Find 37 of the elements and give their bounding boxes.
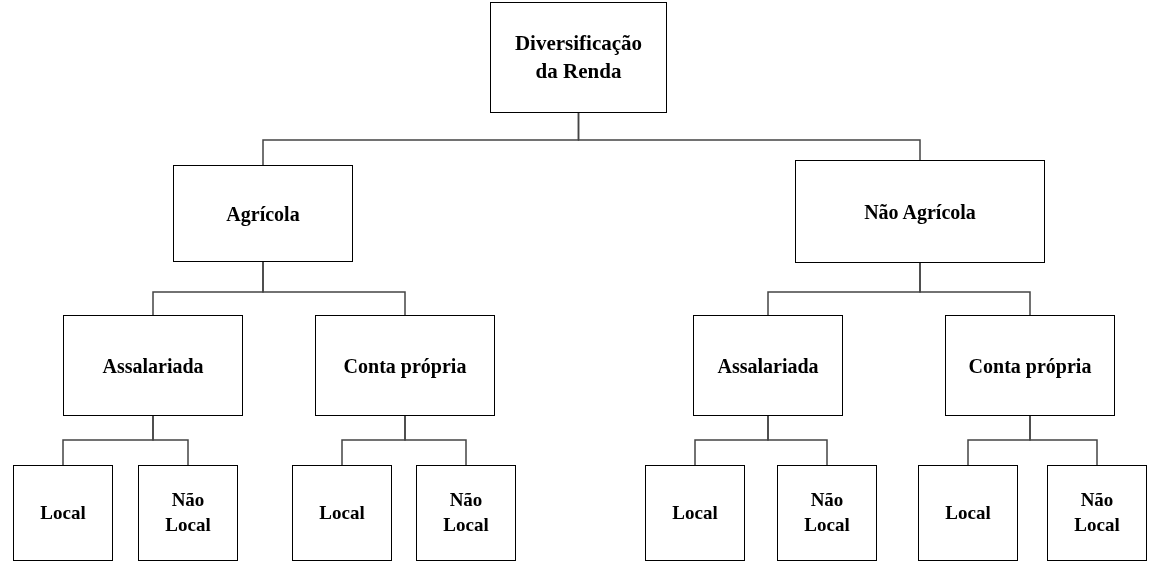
box-label: Não Local bbox=[164, 488, 212, 537]
box-label: Conta própria bbox=[343, 353, 467, 379]
box-label: Diversificação da Renda bbox=[514, 30, 643, 85]
text-box bbox=[918, 465, 1018, 561]
text-box bbox=[138, 465, 238, 561]
text-box bbox=[13, 465, 113, 561]
box-label: Local bbox=[40, 500, 86, 525]
text-box bbox=[63, 315, 243, 416]
box-label: Local bbox=[672, 500, 718, 525]
text-box bbox=[490, 2, 667, 113]
text-box bbox=[1047, 465, 1147, 561]
text-box bbox=[795, 160, 1045, 263]
box-label: Local bbox=[945, 500, 991, 525]
text-box bbox=[315, 315, 495, 416]
text-box bbox=[945, 315, 1115, 416]
box-label: Local bbox=[319, 500, 365, 525]
text-box bbox=[173, 165, 353, 262]
box-label: Conta própria bbox=[968, 353, 1092, 379]
box-label: Agrícola bbox=[226, 201, 300, 227]
text-box bbox=[693, 315, 843, 416]
connector-line bbox=[152, 415, 189, 466]
text-box bbox=[777, 465, 877, 561]
connector-line bbox=[1029, 415, 1098, 466]
text-box bbox=[292, 465, 392, 561]
box-label: Não Local bbox=[442, 488, 490, 537]
box-label: Assalariada bbox=[102, 353, 204, 379]
box-label: Não Local bbox=[803, 488, 851, 537]
text-box bbox=[416, 465, 516, 561]
connector-line bbox=[262, 261, 406, 316]
connector-line bbox=[577, 112, 921, 161]
connector-line bbox=[767, 415, 828, 466]
text-box bbox=[645, 465, 745, 561]
box-label: Não Local bbox=[1073, 488, 1121, 537]
connector-line bbox=[919, 262, 1031, 316]
box-label: Não Agrícola bbox=[864, 199, 976, 225]
connector-line bbox=[404, 415, 467, 466]
box-label: Assalariada bbox=[717, 353, 819, 379]
